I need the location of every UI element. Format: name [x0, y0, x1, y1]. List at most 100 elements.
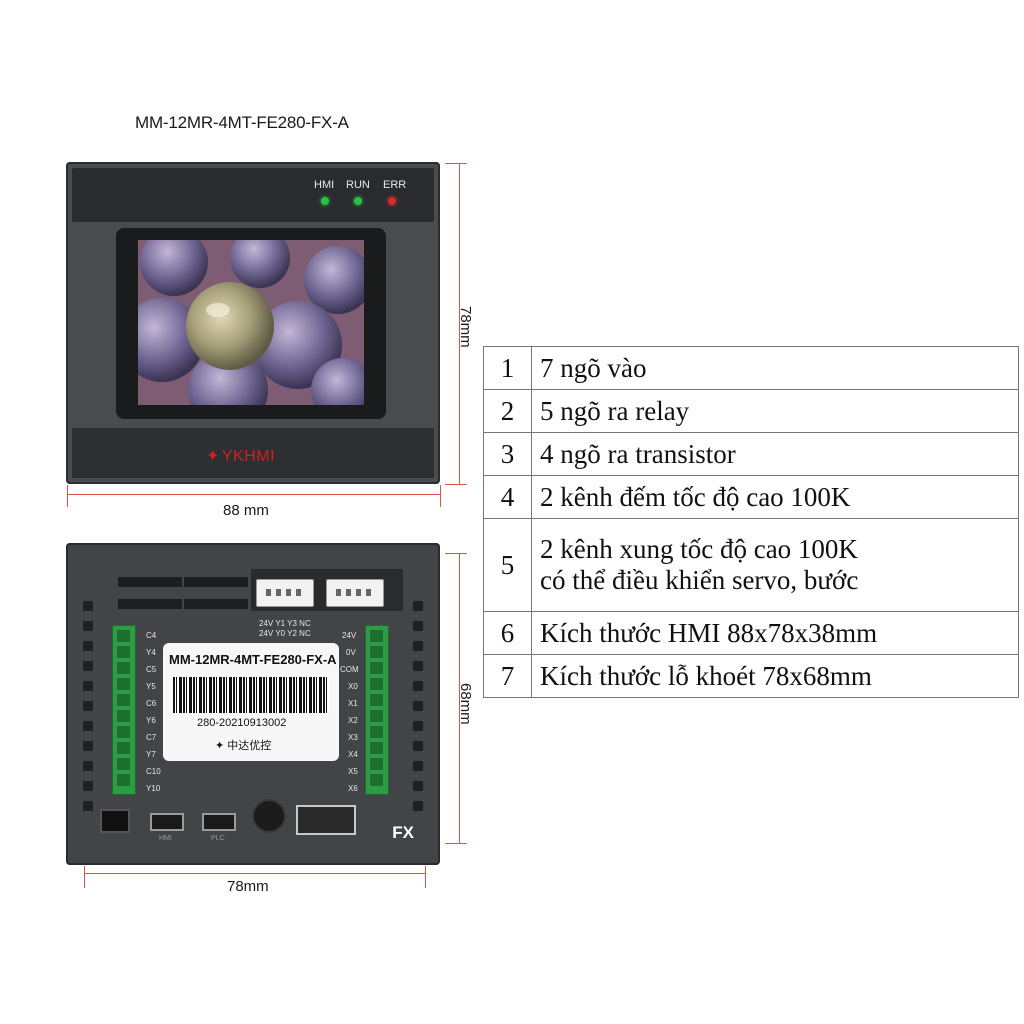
dim-tick-right: [425, 866, 426, 888]
vent: [83, 801, 93, 811]
front-width-label: 88 mm: [223, 502, 269, 519]
vent: [413, 741, 423, 751]
dim-tick-top: [445, 163, 467, 164]
brand-star-icon: ✦: [206, 448, 220, 465]
terminal-label: X6: [348, 784, 358, 793]
row-text: 5 ngõ ra relay: [531, 389, 1019, 433]
grapes-photo-icon: [138, 240, 364, 405]
hmi-screen-image: [138, 240, 364, 405]
row-text: Kích thước lỗ khoét 78x68mm: [531, 654, 1019, 698]
dim-tick-bottom: [445, 843, 467, 844]
vent: [413, 641, 423, 651]
row-number: 6: [483, 611, 532, 655]
vent: [83, 761, 93, 771]
row-text-multiline: 2 kênh xung tốc độ cao 100K có thể điều …: [531, 518, 1019, 612]
terminal-label: X0: [348, 682, 358, 691]
row-number: 4: [483, 475, 532, 519]
front-width-dim-line: [67, 494, 441, 495]
port-label-plc: PLC: [211, 835, 225, 842]
table-row: 5 2 kênh xung tốc độ cao 100K có thể điề…: [483, 518, 1019, 612]
row-text: 2 kênh đếm tốc độ cao 100K: [531, 475, 1019, 519]
terminal-label: COM: [340, 665, 359, 674]
vent: [83, 601, 93, 611]
terminal-label: 0V: [346, 648, 356, 657]
barcode-icon: [173, 677, 329, 713]
usb-a-port[interactable]: [296, 805, 356, 835]
label-model: MM-12MR-4MT-FE280-FX-A: [169, 652, 337, 667]
vent: [83, 741, 93, 751]
vent: [83, 621, 93, 631]
vent-slot: [184, 599, 248, 609]
terminal-label: X4: [348, 750, 358, 759]
audio-jack-port[interactable]: [252, 799, 286, 833]
terminal-label: Y7: [146, 750, 156, 759]
vent: [413, 701, 423, 711]
front-height-dim-line: [459, 163, 460, 485]
terminal-label: Y10: [146, 784, 161, 793]
front-top-band: [72, 168, 434, 222]
label-maker: ✦ 中达优控: [215, 737, 271, 753]
vent: [83, 781, 93, 791]
led-label-run: RUN: [346, 179, 370, 191]
back-width-label: 78mm: [227, 878, 269, 895]
vent: [413, 681, 423, 691]
vent: [413, 761, 423, 771]
dim-tick-bottom: [445, 484, 467, 485]
right-terminal-block[interactable]: [365, 625, 389, 795]
product-label-sticker: MM-12MR-4MT-FE280-FX-A 280-20210913002 ✦…: [163, 643, 339, 761]
row-number: 3: [483, 432, 532, 476]
vent: [83, 721, 93, 731]
maker-name: 中达优控: [227, 740, 272, 752]
label-serial: 280-20210913002: [197, 717, 287, 729]
hmi-led-icon: [321, 197, 329, 205]
row-number: 5: [483, 518, 532, 612]
front-height-label: 78mm: [457, 306, 474, 348]
io-connector-2[interactable]: [326, 579, 384, 607]
back-height-label: 68mm: [457, 683, 474, 725]
vent-slot: [118, 599, 182, 609]
table-row: 3 4 ngõ ra transistor: [483, 432, 1019, 476]
terminal-label: C6: [146, 699, 157, 708]
brand-name: YKHMI: [221, 448, 276, 465]
brand-logo: ✦YKHMI: [206, 446, 275, 466]
row-text: 4 ngõ ra transistor: [531, 432, 1019, 476]
terminal-label: X3: [348, 733, 358, 742]
vent: [83, 641, 93, 651]
left-terminal-block[interactable]: [112, 625, 136, 795]
terminal-label: C5: [146, 665, 157, 674]
terminal-label: X1: [348, 699, 358, 708]
table-row: 7 Kích thước lỗ khoét 78x68mm: [483, 654, 1019, 698]
terminal-label: X2: [348, 716, 358, 725]
usb-mini-port-hmi[interactable]: [150, 813, 184, 831]
vent: [413, 721, 423, 731]
table-row: 6 Kích thước HMI 88x78x38mm: [483, 611, 1019, 655]
vent-slot: [184, 577, 248, 587]
hmi-back-view: 24V Y1 Y3 NC 24V Y0 Y2 NC C4 Y4 C5 Y5 C6…: [66, 543, 440, 865]
io-connector-1[interactable]: [256, 579, 314, 607]
hmi-front-view: HMI RUN ERR: [66, 162, 440, 484]
led-label-err: ERR: [383, 179, 407, 191]
row-text: Kích thước HMI 88x78x38mm: [531, 611, 1019, 655]
table-row: 4 2 kênh đếm tốc độ cao 100K: [483, 475, 1019, 519]
terminal-label: X5: [348, 767, 358, 776]
row-text-line-2: có thể điều khiển servo, bước: [540, 565, 859, 595]
terminal-label: C7: [146, 733, 157, 742]
port-label-hmi: HMI: [159, 835, 172, 842]
row-number: 7: [483, 654, 532, 698]
front-bottom-band: [72, 428, 434, 478]
dim-tick-left: [67, 485, 68, 507]
mode-switch[interactable]: [100, 809, 130, 833]
dim-tick-top: [445, 553, 467, 554]
connector-label-top: 24V Y1 Y3 NC: [259, 619, 311, 628]
err-led-icon: [388, 197, 396, 205]
terminal-label: C10: [146, 767, 161, 776]
product-model-title: MM-12MR-4MT-FE280-FX-A: [135, 113, 349, 132]
vent: [413, 601, 423, 611]
dim-tick-right: [440, 485, 441, 507]
vent: [413, 661, 423, 671]
terminal-label: Y4: [146, 648, 156, 657]
usb-mini-port-plc[interactable]: [202, 813, 236, 831]
dim-tick-left: [84, 866, 85, 888]
vent-slot: [118, 577, 182, 587]
connector-label-bottom: 24V Y0 Y2 NC: [259, 629, 311, 638]
